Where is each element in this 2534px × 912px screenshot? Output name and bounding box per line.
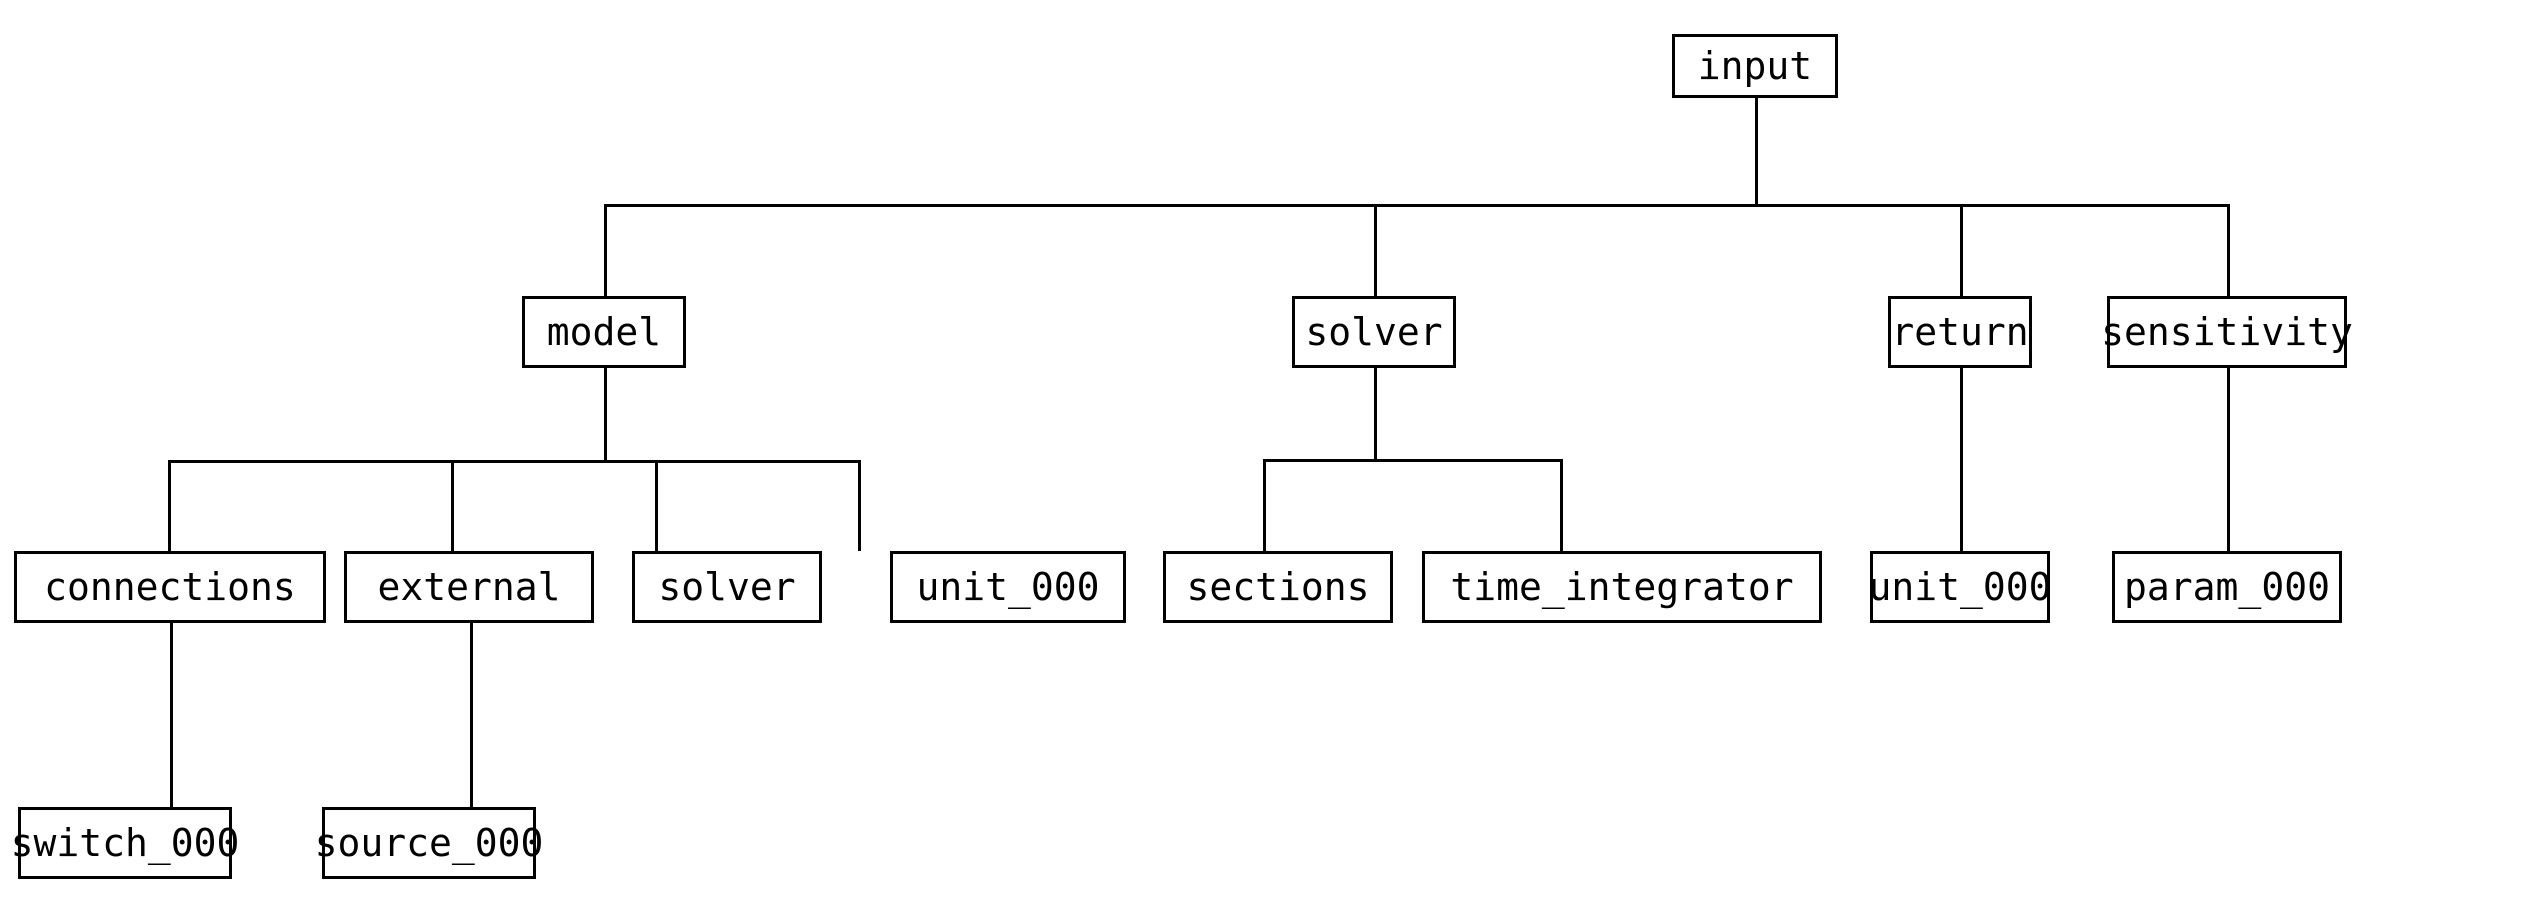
node-model[interactable]: model xyxy=(522,296,686,368)
node-switch_000[interactable]: switch_000 xyxy=(11,807,239,879)
drop-source xyxy=(470,623,473,807)
node-model_solver[interactable]: solver xyxy=(632,551,822,623)
drop-return-unit xyxy=(1960,368,1963,551)
drop-time-integrator xyxy=(1560,459,1563,551)
drop-param xyxy=(2227,368,2230,551)
node-param_000[interactable]: param_000 xyxy=(2112,551,2342,623)
node-source_000[interactable]: source_000 xyxy=(315,807,543,879)
node-return[interactable]: return xyxy=(1888,296,2032,368)
drop-bus-sensitivity xyxy=(2227,204,2230,296)
bus-model xyxy=(168,460,858,463)
drop-connections xyxy=(168,460,171,551)
drop-solver-down xyxy=(1374,368,1377,459)
drop-model-down xyxy=(604,368,607,460)
node-input[interactable]: input xyxy=(1672,34,1838,98)
node-solver[interactable]: solver xyxy=(1292,296,1456,368)
node-sections[interactable]: sections xyxy=(1163,551,1393,623)
drop-bus-return xyxy=(1960,204,1963,296)
node-connections[interactable]: connections xyxy=(14,551,326,623)
drop-input-down xyxy=(1755,98,1758,204)
node-return_unit_000[interactable]: unit_000 xyxy=(1868,551,2052,623)
node-sensitivity[interactable]: sensitivity xyxy=(2101,296,2353,368)
drop-sections xyxy=(1263,459,1266,551)
drop-model-solver xyxy=(655,460,658,551)
drop-external xyxy=(451,460,454,551)
drop-model-unit xyxy=(858,460,861,551)
bus-solver xyxy=(1263,459,1560,462)
node-time_integrator[interactable]: time_integrator xyxy=(1422,551,1822,623)
node-external[interactable]: external xyxy=(344,551,594,623)
node-model_unit_000[interactable]: unit_000 xyxy=(890,551,1126,623)
drop-bus-model xyxy=(604,204,607,296)
bus-input xyxy=(604,204,2227,207)
drop-switch xyxy=(170,623,173,807)
drop-bus-solver xyxy=(1374,204,1377,296)
